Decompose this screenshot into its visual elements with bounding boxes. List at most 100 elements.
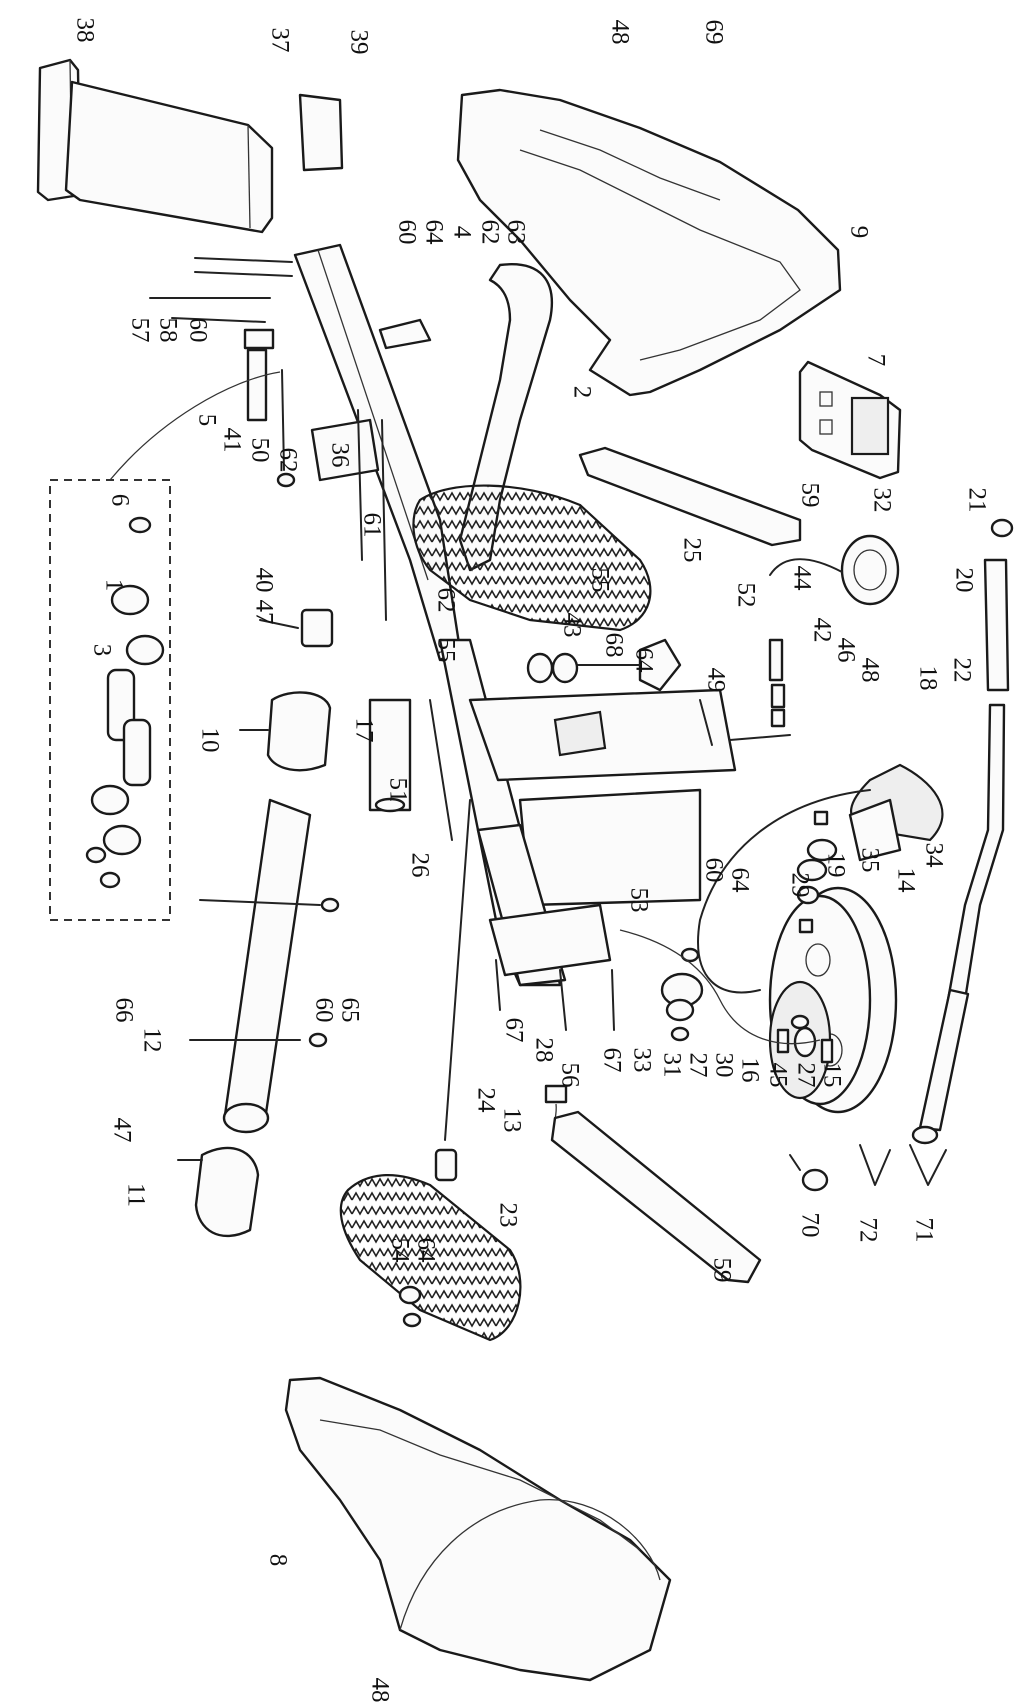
callout-60a: 60 — [393, 220, 420, 245]
callout-33: 33 — [628, 1048, 655, 1073]
callout-5: 5 — [193, 414, 220, 427]
callout-13: 13 — [498, 1108, 525, 1133]
flywheel-hub-parts — [776, 1014, 834, 1064]
console-7 — [798, 360, 902, 480]
callout-19: 19 — [822, 853, 849, 878]
callout-42: 42 — [808, 618, 835, 643]
rod-51 — [429, 699, 453, 841]
bolts-67 — [495, 959, 615, 1031]
callout-3: 3 — [88, 644, 115, 657]
callout-39: 39 — [345, 30, 372, 55]
callout-37: 37 — [266, 28, 293, 53]
callout-55a: 55 — [432, 638, 459, 663]
callout-47b: 47 — [108, 1118, 135, 1143]
callout-22: 22 — [948, 658, 975, 683]
callout-59a: 59 — [796, 483, 823, 508]
front-cover-37 — [64, 80, 274, 234]
callout-27b: 27 — [792, 1063, 819, 1088]
callout-28: 28 — [530, 1038, 557, 1063]
callout-60c: 60 — [700, 858, 727, 883]
callout-30: 30 — [710, 1053, 737, 1078]
callout-62b: 62 — [274, 448, 301, 473]
callout-69: 69 — [700, 20, 727, 45]
callout-8: 8 — [264, 1554, 291, 1567]
callout-54: 54 — [386, 1238, 413, 1264]
knob-25 — [526, 638, 682, 692]
flywheel-14 — [768, 886, 898, 1114]
callout-46: 46 — [832, 638, 859, 663]
callout-29: 29 — [786, 873, 813, 898]
lower-arm-59 — [550, 1110, 762, 1284]
callout-7: 7 — [862, 354, 889, 367]
end-cap-10 — [239, 691, 332, 772]
callout-56: 56 — [556, 1063, 583, 1088]
callout-53: 53 — [625, 888, 652, 913]
handlebar-parts — [911, 518, 1014, 1145]
detail-leader — [109, 371, 281, 481]
end-cap-11 — [177, 1146, 260, 1238]
callout-15: 15 — [818, 1063, 845, 1088]
callout-16: 16 — [736, 1058, 763, 1083]
callout-61: 61 — [358, 513, 385, 538]
callout-2: 2 — [568, 386, 595, 399]
bracket-18 — [848, 798, 902, 862]
upper-arm-59 — [578, 446, 802, 547]
callout-31: 31 — [658, 1053, 685, 1078]
callout-1: 1 — [100, 579, 127, 592]
callout-49: 49 — [702, 668, 729, 693]
drive-pulleys — [660, 947, 704, 1042]
small-axle-parts — [729, 638, 791, 741]
callout-58: 58 — [154, 318, 181, 343]
bushing-40 — [259, 608, 334, 648]
callout-18: 18 — [914, 666, 941, 691]
pedal-arm-2 — [412, 263, 652, 632]
callout-62c: 62 — [432, 588, 459, 613]
callout-48b: 48 — [856, 658, 883, 683]
callout-14: 14 — [892, 868, 919, 894]
callout-64c: 64 — [726, 868, 753, 894]
callout-25: 25 — [678, 538, 705, 563]
callout-55b: 55 — [586, 568, 613, 593]
callout-68: 68 — [600, 633, 627, 658]
callout-10: 10 — [196, 728, 223, 753]
callout-11: 11 — [122, 1183, 149, 1207]
pedal-23 — [339, 1174, 522, 1342]
callout-36: 36 — [326, 443, 353, 468]
callout-43: 43 — [558, 613, 585, 638]
bolt-52 — [699, 699, 713, 746]
callout-9: 9 — [845, 226, 872, 239]
left-shroud-8 — [284, 1376, 672, 1682]
callout-26: 26 — [406, 853, 433, 878]
callout-52: 52 — [732, 583, 759, 608]
callout-40: 40 — [250, 568, 277, 593]
callout-12: 12 — [138, 1028, 165, 1053]
callout-67a: 67 — [500, 1018, 527, 1043]
callout-6: 6 — [106, 494, 133, 507]
callout-20: 20 — [950, 568, 977, 593]
bearing-detail-box — [49, 479, 171, 921]
callout-59b: 59 — [708, 1258, 735, 1283]
callout-64a: 64 — [420, 220, 447, 246]
callout-44: 44 — [788, 566, 815, 592]
callout-51: 51 — [384, 778, 411, 803]
callout-27a: 27 — [684, 1053, 711, 1078]
callout-64b: 64 — [630, 648, 657, 674]
cable-33 — [619, 929, 821, 1045]
callout-35: 35 — [856, 848, 883, 873]
callout-65: 65 — [336, 998, 363, 1023]
small-accessories — [789, 1144, 947, 1192]
callout-34: 34 — [920, 843, 947, 869]
callout-45: 45 — [764, 1063, 791, 1088]
callout-60b: 60 — [184, 318, 211, 343]
pin-knob-17 — [368, 698, 412, 813]
bolts-57-58 — [149, 257, 293, 350]
callout-24: 24 — [472, 1088, 499, 1114]
axle-5 — [246, 348, 296, 488]
callout-21: 21 — [963, 488, 990, 513]
cover-block-39 — [298, 93, 344, 172]
callout-17: 17 — [350, 718, 377, 743]
callout-63: 63 — [502, 220, 529, 245]
callout-71: 71 — [910, 1218, 937, 1243]
callout-32: 32 — [868, 488, 895, 513]
rod-24 — [434, 799, 471, 1182]
